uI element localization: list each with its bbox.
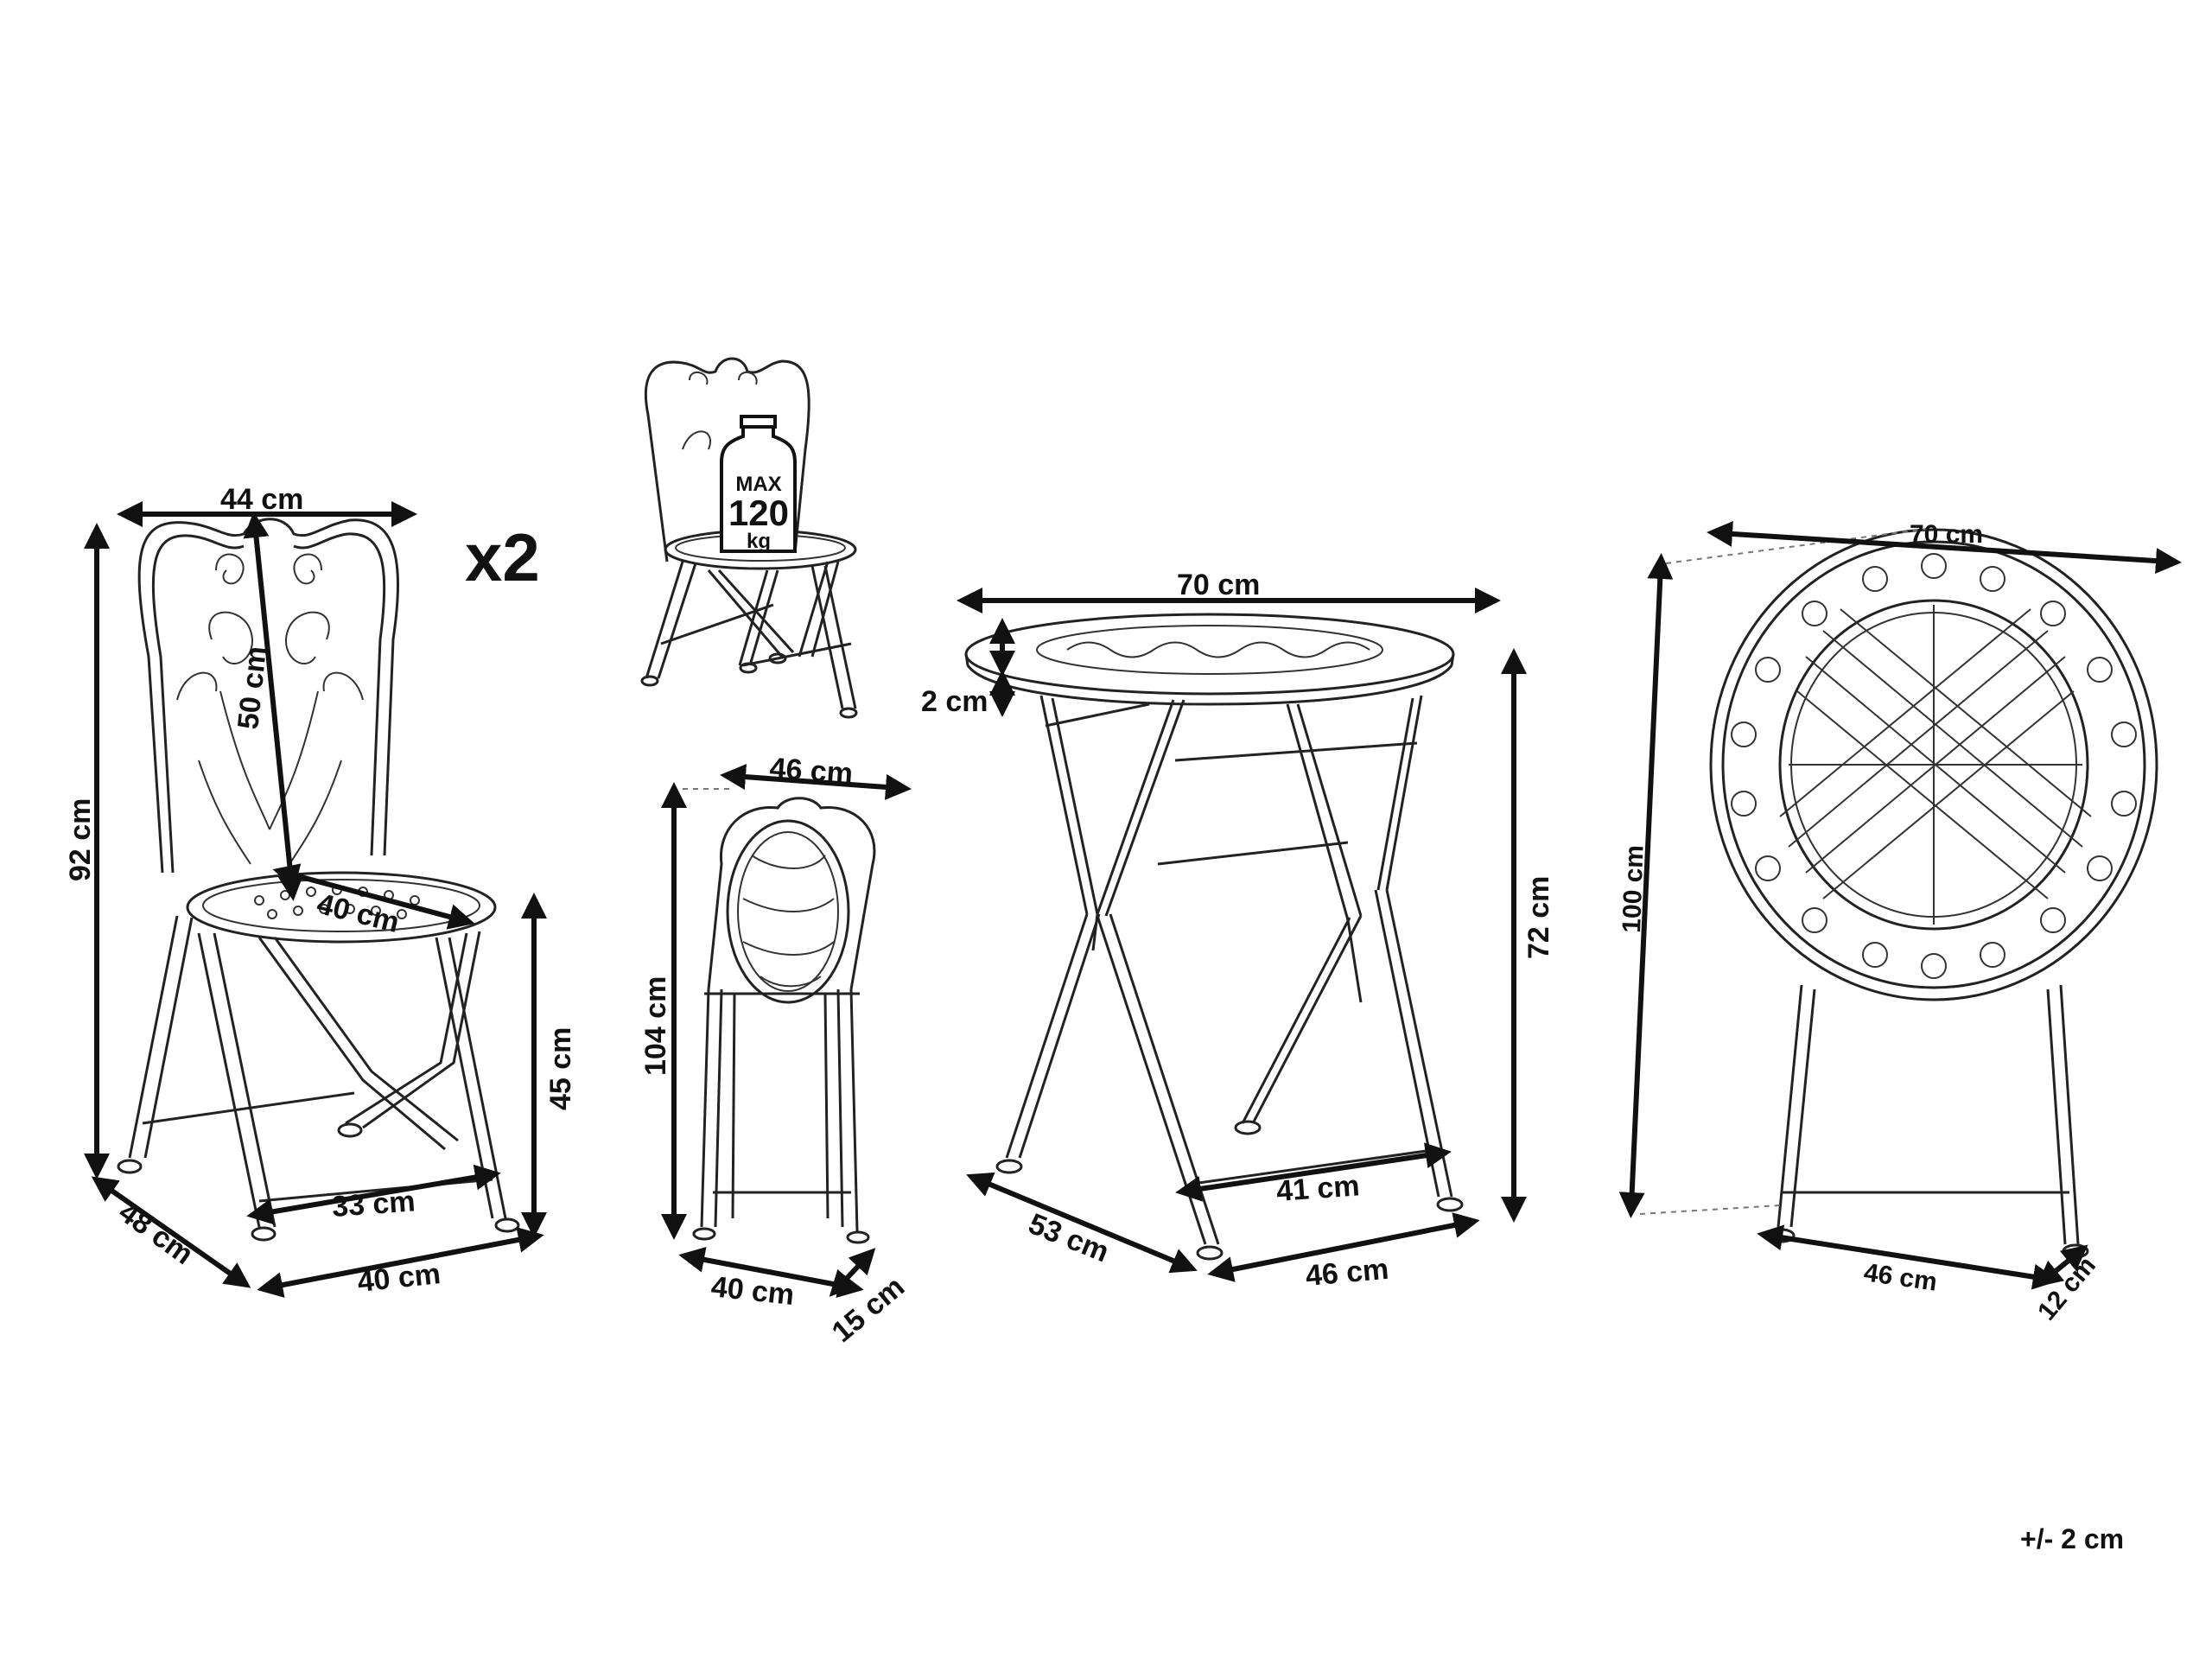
max-load-line1: MAX <box>735 473 781 496</box>
max-load-line2: 120 <box>728 493 789 533</box>
chair-height-label: 92 cm <box>64 798 97 881</box>
chair-backrest-label: 50 cm <box>232 645 273 731</box>
chair-base-width-label: 40 cm <box>356 1257 442 1299</box>
chair-leg-span-label: 33 cm <box>331 1185 416 1224</box>
table-base-width-label: 46 cm <box>1304 1253 1389 1293</box>
max-load-line3: kg <box>747 530 771 553</box>
folded-table-height-label: 100 cm <box>1618 844 1649 933</box>
tolerance-note: +/- 2 cm <box>2020 1523 2124 1554</box>
chair-folded-arrows <box>661 764 912 1298</box>
folded-chair-width-label: 46 cm <box>768 752 854 791</box>
table-height-label: 72 cm <box>1522 876 1555 959</box>
chair-seat-height-label: 45 cm <box>544 1027 577 1110</box>
table-folded-view <box>1639 528 2158 1259</box>
folded-chair-thickness-label: 15 cm <box>826 1270 911 1349</box>
chair-max-load-view <box>640 357 858 719</box>
chair-depth-label: 48 cm <box>112 1196 199 1271</box>
chair-width-label: 44 cm <box>220 483 303 516</box>
chair-folded-view <box>683 788 876 1244</box>
folded-table-base-label: 46 cm <box>1862 1258 1939 1297</box>
table-top-thickness-label: 2 cm <box>921 685 988 718</box>
table-diameter-label: 70 cm <box>1177 569 1260 601</box>
folded-table-diameter-label: 70 cm <box>1910 520 1983 549</box>
quantity-label: x2 <box>465 519 540 595</box>
table-open-arrows <box>957 588 1527 1282</box>
folded-chair-height-label: 104 cm <box>639 976 672 1076</box>
table-folded-arrows <box>1618 520 2182 1290</box>
chair-dimension-arrows <box>84 501 547 1298</box>
table-leg-span-label: 41 cm <box>1275 1169 1361 1208</box>
